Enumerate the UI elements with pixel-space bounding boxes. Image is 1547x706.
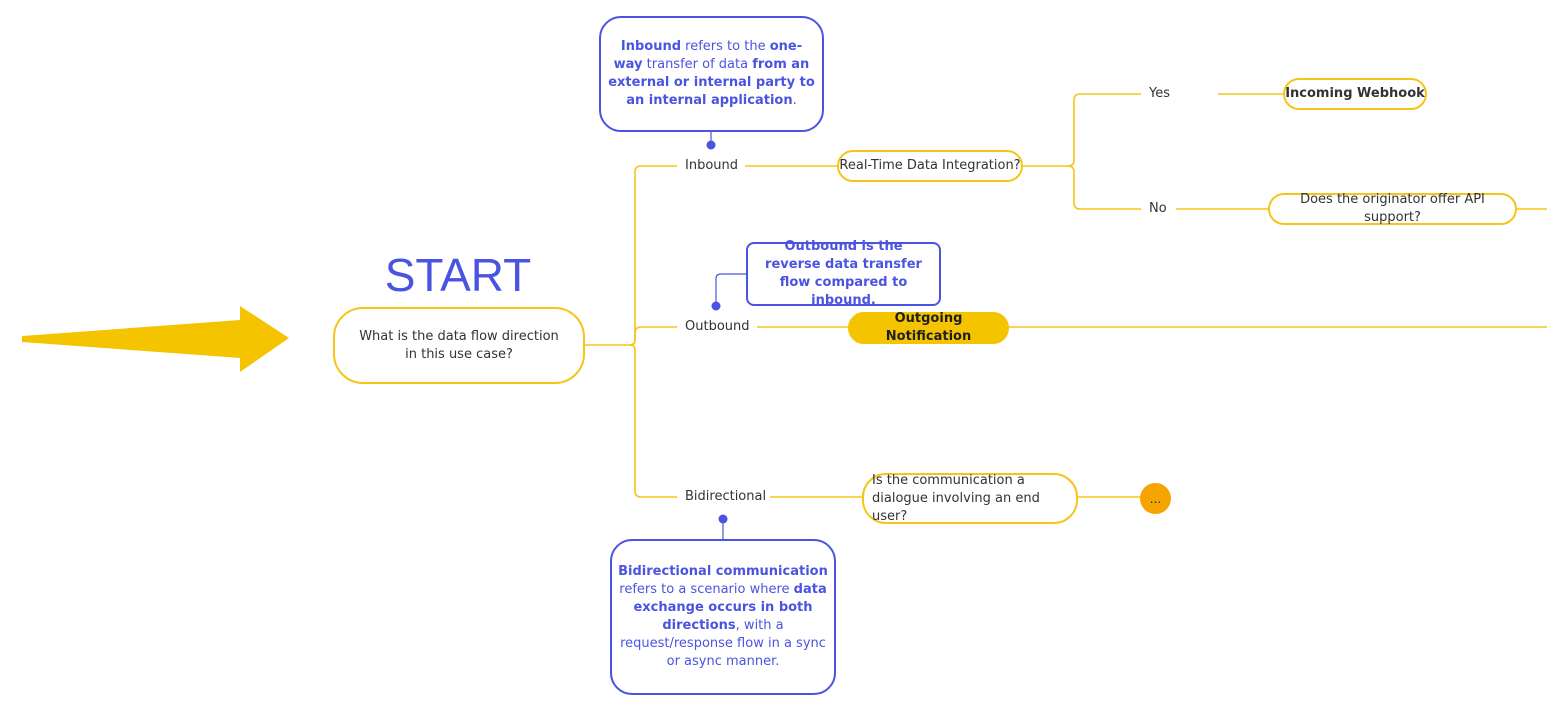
incoming-webhook-node[interactable]: Incoming Webhook [1283,78,1427,110]
connector-start-spine [585,165,677,346]
outgoing-notification-node[interactable]: Outgoing Notification [848,311,1009,344]
start-title: START [384,249,532,301]
branch-label-outbound[interactable]: Outbound [685,319,750,334]
outbound-note-text: Outbound is the reverse data transfer fl… [765,239,922,308]
branch-label-inbound[interactable]: Inbound [685,158,739,173]
connector-start-outbound [629,326,677,346]
bidirectional-note-text: Bidirectional communication refers to a … [618,564,828,669]
api-support-question-node[interactable]: Does the originator offer API support? [1268,192,1517,225]
connector-question-no [1067,165,1141,210]
note-anchor-bidirectional-icon [718,514,728,524]
bidirectional-note: Bidirectional communication refers to a … [610,539,836,695]
dialogue-question-text: Is the communication a dialogue involvin… [872,472,1040,524]
dialogue-question-node[interactable]: Is the communication a dialogue involvin… [862,473,1078,524]
incoming-webhook-text: Incoming Webhook [1285,86,1425,101]
note-anchor-outbound-icon [711,301,721,311]
connector-start-bidirectional [629,344,677,498]
note-link-outbound [715,273,747,305]
branch-label-no[interactable]: No [1149,201,1167,216]
note-anchor-inbound-icon [706,140,716,150]
more-collapsed-node[interactable]: ... [1140,483,1171,514]
realtime-question-text: Real-Time Data Integration? [839,158,1021,173]
start-question-node[interactable]: What is the data flow direction in this … [333,307,585,384]
inbound-note-text: Inbound refers to the one-way transfer o… [608,39,815,108]
branch-label-yes[interactable]: Yes [1149,86,1170,101]
outbound-note: Outbound is the reverse data transfer fl… [746,239,941,308]
more-collapsed-text: ... [1149,491,1162,506]
realtime-question-node[interactable]: Real-Time Data Integration? [837,150,1023,182]
api-support-question-text: Does the originator offer API support? [1300,192,1485,225]
connector-question-yes [1022,93,1141,167]
start-question-text: What is the data flow direction in this … [359,328,559,362]
branch-label-bidirectional[interactable]: Bidirectional [685,489,767,504]
inbound-note: Inbound refers to the one-way transfer o… [599,16,824,132]
outgoing-notification-text: Outgoing Notification [885,311,972,344]
start-arrow-icon [22,306,289,372]
